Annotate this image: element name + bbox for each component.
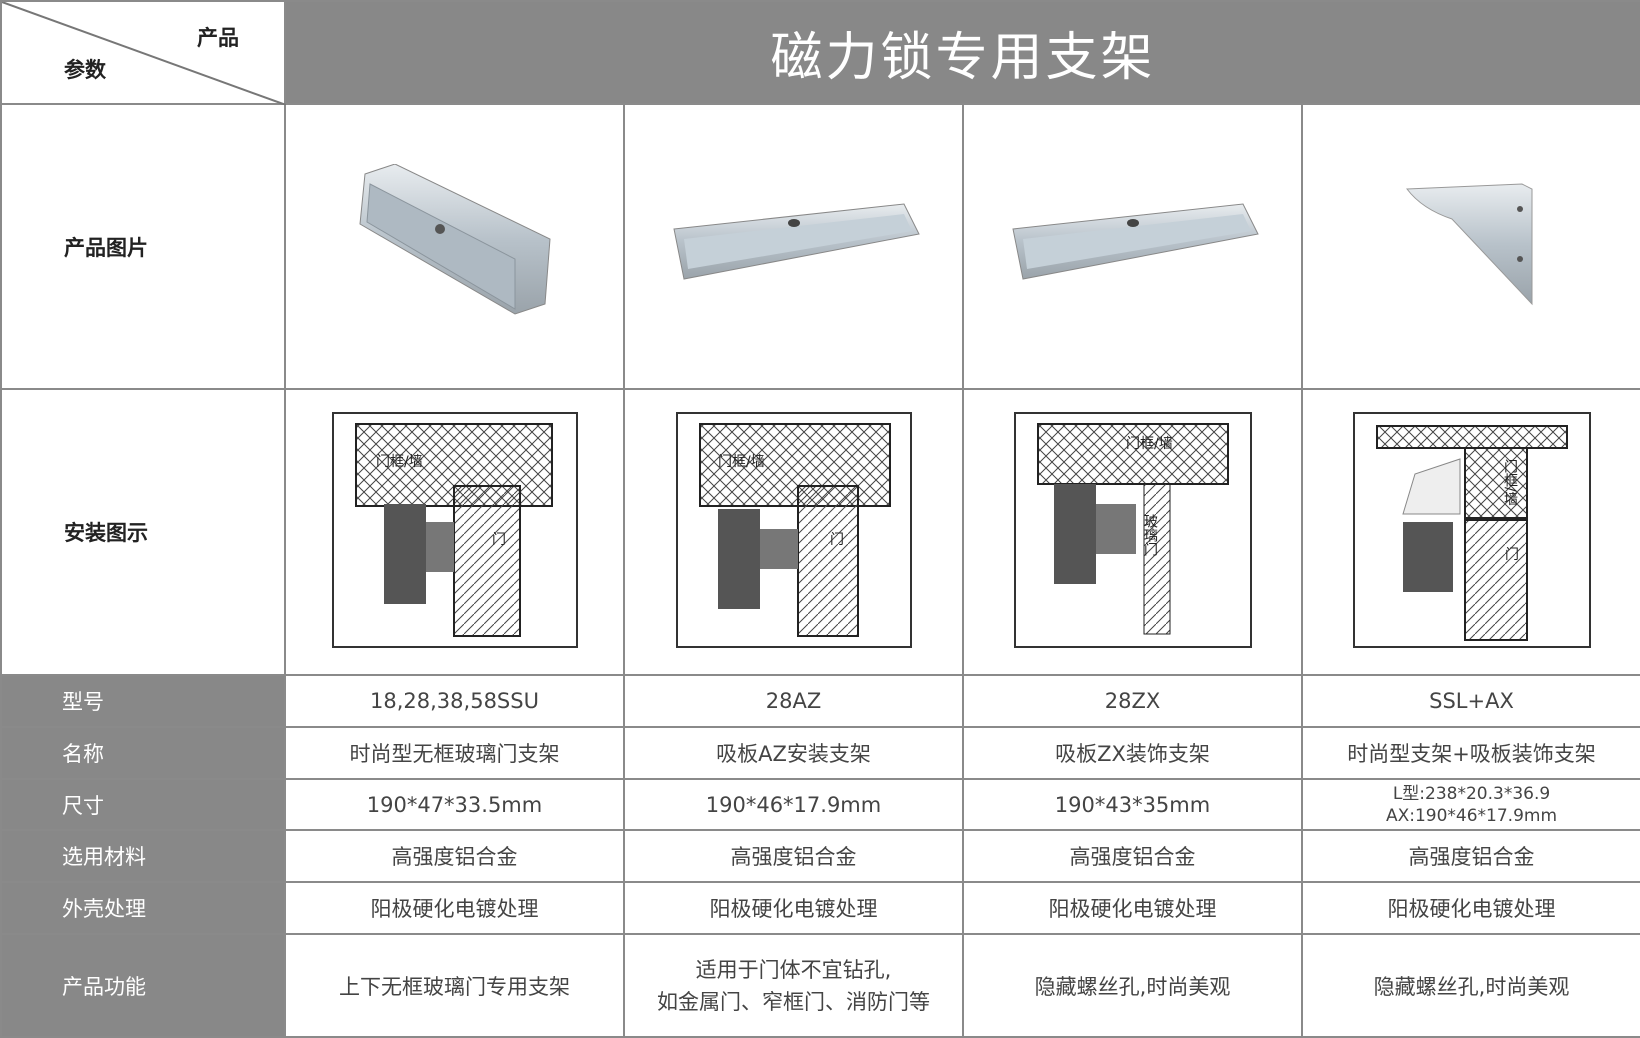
svg-text:门: 门 [830,532,844,548]
row-label-diagram: 安装图示 [0,388,286,676]
size-value: 190*46*17.9mm [623,778,964,831]
product-image-az [623,103,964,390]
corner-product-label: 产品 [197,26,239,50]
function-value: 上下无框玻璃门专用支架 [284,933,625,1038]
function-value: 隐藏螺丝孔,时尚美观 [1300,933,1640,1038]
product-image-ssl-ax [1300,103,1640,390]
install-diagram-zx: 门框/墙玻璃门 [962,388,1303,676]
material-value: 高强度铝合金 [284,829,625,883]
function-value: 适用于门体不宜钻孔, 如金属门、窄框门、消防门等 [623,933,964,1038]
finish-value: 阳极硬化电镀处理 [284,881,625,935]
svg-text:门框/墙: 门框/墙 [1126,436,1173,452]
function-value: 隐藏螺丝孔,时尚美观 [962,933,1303,1038]
svg-text:门: 门 [1505,547,1519,563]
material-value: 高强度铝合金 [962,829,1303,883]
page-title: 磁力锁专用支架 [283,0,1640,105]
size-value: 190*43*35mm [962,778,1303,831]
row-label-name: 名称 [0,726,286,780]
model-value: 28AZ [623,674,964,728]
row-label-model: 型号 [0,674,286,728]
function-line: 适用于门体不宜钻孔, [695,957,892,982]
size-line: AX:190*46*17.9mm [1385,805,1558,826]
product-image-zx [962,103,1303,390]
finish-value: 阳极硬化电镀处理 [1300,881,1640,935]
corner-header: 产品 参数 [0,0,286,105]
install-diagram-az: 门框/墙门 [623,388,964,676]
svg-text:门框/墙: 门框/墙 [1502,459,1518,506]
svg-text:门: 门 [492,532,506,548]
size-value: 190*47*33.5mm [284,778,625,831]
install-diagram-ssu: 门框/墙门 [284,388,625,676]
row-label-material: 选用材料 [0,829,286,883]
model-value: 18,28,38,58SSU [284,674,625,728]
name-value: 吸板ZX装饰支架 [962,726,1303,780]
material-value: 高强度铝合金 [1300,829,1640,883]
corner-param-label: 参数 [64,58,106,82]
size-line: L型:238*20.3*36.9 [1392,783,1551,804]
row-label-finish: 外壳处理 [0,881,286,935]
row-label-function: 产品功能 [0,933,286,1038]
install-diagram-ssl-ax: 门框/墙门 [1300,388,1640,676]
name-value: 时尚型无框玻璃门支架 [284,726,625,780]
model-value: 28ZX [962,674,1303,728]
svg-text:玻璃门: 玻璃门 [1142,514,1158,557]
svg-text:门框/墙: 门框/墙 [376,454,423,470]
row-label-image: 产品图片 [0,103,286,390]
finish-value: 阳极硬化电镀处理 [962,881,1303,935]
function-line: 如金属门、窄框门、消防门等 [657,989,930,1014]
row-label-size: 尺寸 [0,778,286,831]
diagonal-divider [2,2,286,105]
name-value: 时尚型支架+吸板装饰支架 [1300,726,1640,780]
svg-text:门框/墙: 门框/墙 [718,454,765,470]
finish-value: 阳极硬化电镀处理 [623,881,964,935]
product-image-ssu [284,103,625,390]
name-value: 吸板AZ安装支架 [623,726,964,780]
material-value: 高强度铝合金 [623,829,964,883]
model-value: SSL+AX [1300,674,1640,728]
